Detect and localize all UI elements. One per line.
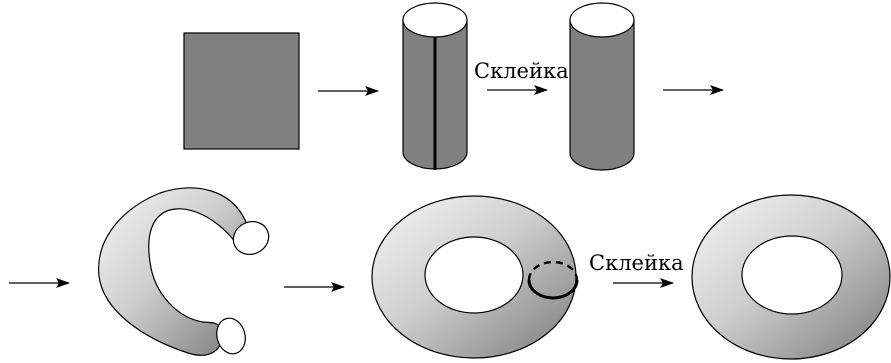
open-torus <box>98 187 270 356</box>
square-sheet <box>183 32 300 150</box>
torus-with-gluing-circle <box>371 195 579 359</box>
open-end-bottom <box>216 317 246 355</box>
torus <box>691 194 891 360</box>
cylinder <box>569 2 635 171</box>
open-end-top <box>232 221 270 255</box>
torus-hole <box>741 235 843 315</box>
torus-hole <box>424 236 524 314</box>
gluing-circle-front <box>527 279 579 300</box>
glue-label-top: Склейка <box>474 59 569 83</box>
glue-label-bottom: Склейка <box>589 251 684 275</box>
cylinder-with-seam <box>402 2 468 170</box>
